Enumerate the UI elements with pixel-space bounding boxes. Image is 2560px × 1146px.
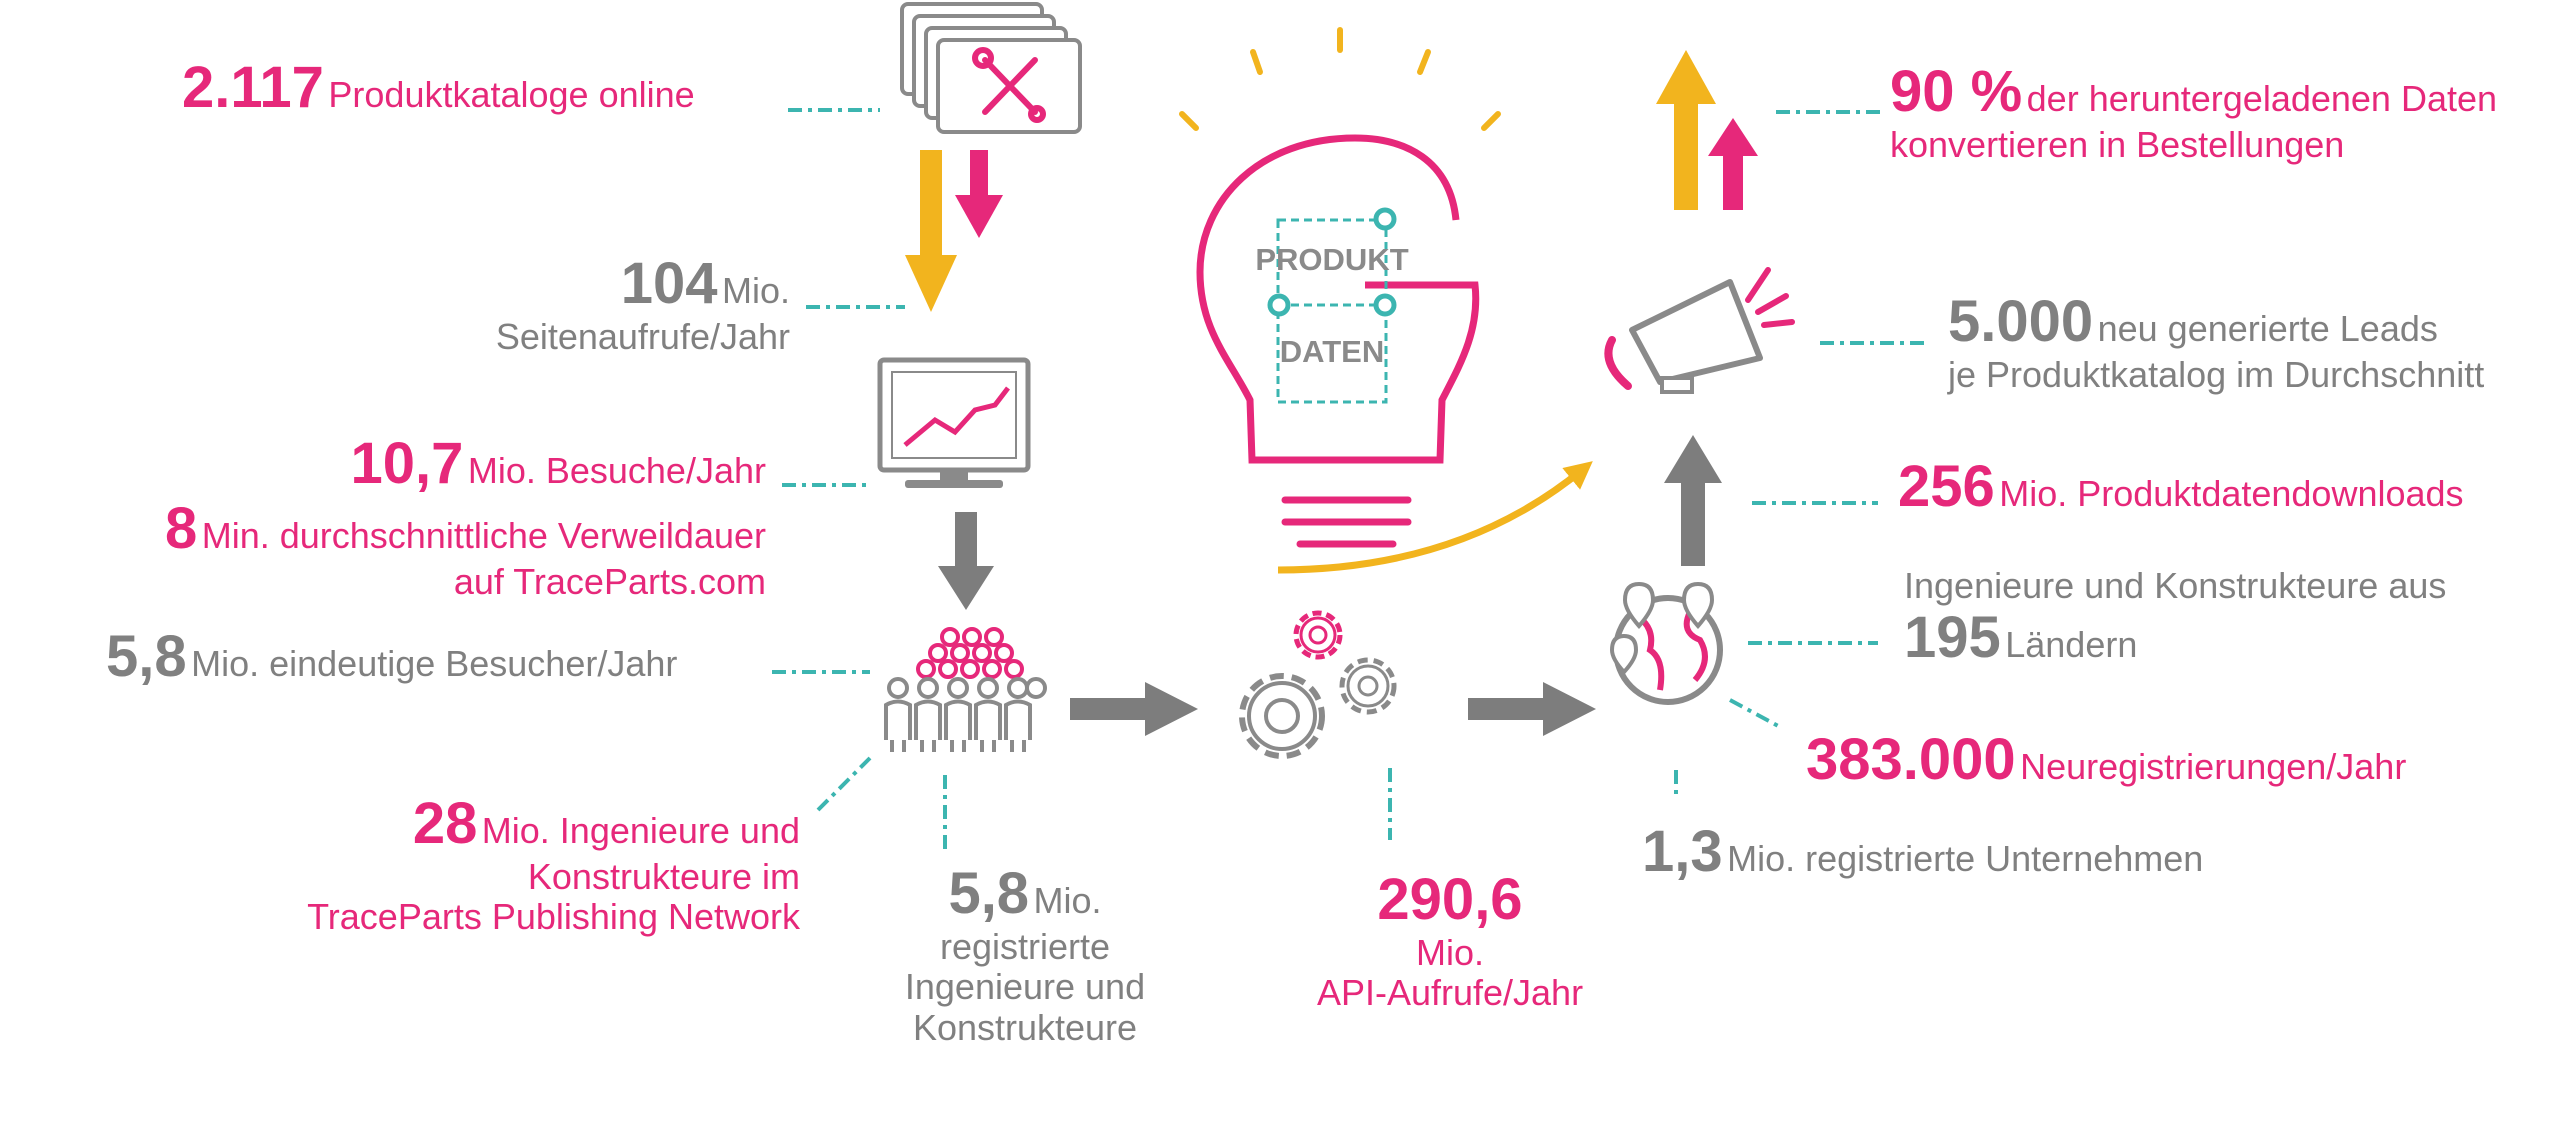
gears-icon (1239, 610, 1397, 759)
stat-number: 195 (1904, 605, 2001, 671)
stat-countries: Ingenieure und Konstrukteure aus 195 Län… (1904, 565, 2447, 671)
stat-text: Ingenieure und (904, 966, 1146, 1008)
bulb-label-produkt: PRODUKT (1255, 242, 1408, 277)
stat-text: Mio. eindeutige Besucher/Jahr (191, 643, 678, 684)
stat-number: 8 (165, 495, 198, 561)
stat-text: Konstrukteure (912, 1006, 1138, 1048)
stat-visits: 10,7 Mio. Besuche/Jahr 8 Min. durchschni… (60, 431, 766, 602)
stat-text: Mio. Produktdatendownloads (1999, 473, 2464, 514)
curved-arrow-icon (1277, 461, 1593, 574)
stat-conversion: 90 % der heruntergeladenen Daten konvert… (1890, 59, 2498, 165)
stat-network: 28 Mio. Ingenieure und Konstrukteure im … (200, 791, 800, 938)
stat-number: 5,8 (106, 624, 187, 689)
monitor-chart-icon (877, 357, 1031, 488)
stat-registered: 5,8 Mio. registrierte Ingenieure und Kon… (860, 861, 1190, 1048)
stat-number: 1,3 (1642, 819, 1723, 884)
stat-number: 256 (1898, 454, 1995, 519)
stat-number: 290,6 (1377, 867, 1523, 932)
stat-companies: 1,3 Mio. registrierte Unternehmen (1642, 819, 2204, 885)
stat-text: auf TraceParts.com (453, 560, 766, 602)
stat-text: Konstrukteure im (527, 855, 800, 897)
stat-number: 10,7 (350, 431, 464, 496)
stat-registrations: 383.000 Neuregistrierungen/Jahr (1806, 727, 2407, 793)
stat-text: Ingenieure und Konstrukteure aus (1904, 565, 2447, 606)
stat-text: Ländern (2005, 624, 2138, 666)
stat-text: neu generierte Leads (2097, 308, 2438, 349)
stat-text: TraceParts Publishing Network (307, 896, 800, 938)
stat-number: 383.000 (1806, 727, 2016, 792)
stat-api: 290,6 Mio. API-Aufrufe/Jahr (1250, 867, 1650, 1014)
globe-pins-icon (1609, 581, 1723, 705)
stat-downloads: 256 Mio. Produktdatendownloads (1898, 454, 2464, 520)
stat-leads: 5.000 neu generierte Leads je Produktkat… (1948, 289, 2485, 395)
arrow-down-icon (938, 512, 994, 610)
stat-text: Mio. registrierte Unternehmen (1727, 838, 2204, 879)
stat-unique: 5,8 Mio. eindeutige Besucher/Jahr (106, 624, 678, 690)
stat-text: Mio. Besuche/Jahr (467, 450, 766, 491)
arrow-right-icon (1468, 682, 1596, 736)
stat-text: Mio. (721, 270, 790, 311)
stat-text: der heruntergeladenen Daten (2026, 78, 2498, 119)
connector-lines (772, 108, 1925, 850)
toolbox-catalog-icon (900, 2, 1082, 134)
stat-number: 5,8 (948, 861, 1030, 926)
stat-catalogs: 2.117 Produktkataloge online (182, 55, 695, 121)
stat-text: API-Aufrufe/Jahr (1316, 972, 1584, 1014)
bulb-label-daten: DATEN (1280, 334, 1384, 369)
stat-text: Mio. (1415, 931, 1484, 973)
stat-text: Seitenaufrufe/Jahr (495, 315, 790, 357)
stat-number: 5.000 (1948, 289, 2094, 354)
stat-text: Min. durchschnittliche Verweildauer (201, 514, 766, 556)
stat-text: Mio. Ingenieure und (481, 810, 800, 851)
stat-number: 104 (620, 251, 718, 316)
megaphone-icon (1604, 267, 1795, 394)
arrow-up-icon (1656, 50, 1758, 210)
stat-number: 2.117 (182, 55, 324, 120)
arrow-up-icon (1664, 435, 1722, 566)
stat-text: Mio. (1033, 880, 1102, 921)
arrow-right-icon (1070, 682, 1198, 736)
stat-number: 90 % (1890, 59, 2023, 124)
stat-text: registrierte (939, 925, 1111, 967)
stat-pageviews: 104 Mio. Seitenaufrufe/Jahr (380, 251, 790, 357)
stat-text: Produktkataloge online (328, 74, 695, 115)
stat-text: konvertieren in Bestellungen (1890, 123, 2345, 165)
arrow-down-icon (905, 150, 1003, 312)
stat-number: 28 (412, 791, 478, 856)
lightbulb-icon: PRODUKT DATEN (1179, 27, 1501, 548)
stat-text: Neuregistrierungen/Jahr (2020, 746, 2407, 787)
people-crowd-icon (884, 627, 1047, 752)
stat-text: je Produktkatalog im Durchschnitt (1948, 353, 2485, 395)
